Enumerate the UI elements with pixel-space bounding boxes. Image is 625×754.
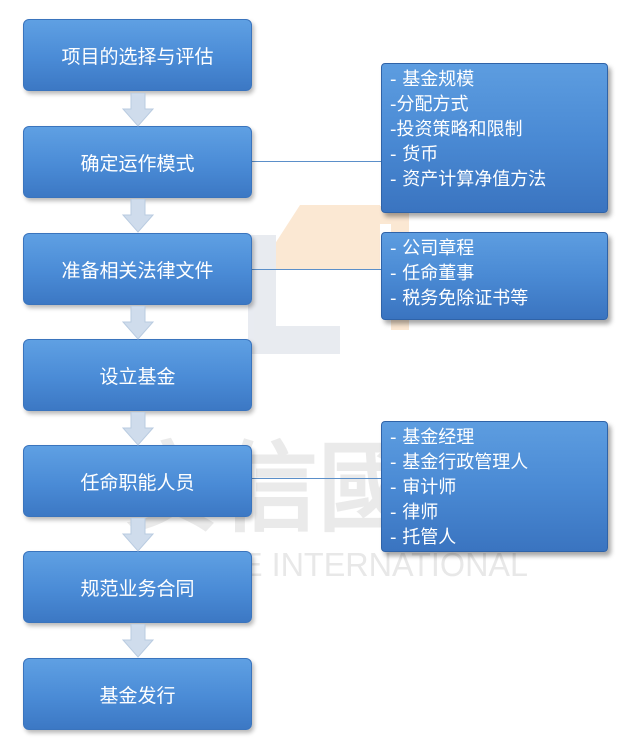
step-project-selection: 项目的选择与评估 [23,19,252,91]
note-item: - 基金规模 [390,69,475,90]
step-operating-mode: 确定运作模式 [23,126,252,198]
note-item: - 货币 [390,144,439,165]
down-arrow-icon [122,518,154,552]
note-item: - 基金行政管理人 [390,452,529,473]
note-item: - 托管人 [390,527,457,548]
note-item: - 审计师 [390,477,457,498]
connector-legal-documents [252,269,382,270]
step-business-contracts: 规范业务合同 [23,551,252,623]
watermark-logo-icon [248,205,409,354]
step-fund-issuance: 基金发行 [23,658,252,730]
step-appoint-personnel: 任命职能人员 [23,445,252,517]
note-operating-mode: - 基金规模 -分配方式 -投资策略和限制 - 货币 - 资产计算净值方法 [381,63,608,213]
note-item: -投资策略和限制 [390,119,523,140]
step-legal-documents: 准备相关法律文件 [23,233,252,305]
note-item: - 税务免除证书等 [390,288,529,309]
note-item: - 律师 [390,502,439,523]
note-item: - 公司章程 [390,238,475,259]
note-legal-documents: - 公司章程 - 任命董事 - 税务免除证书等 [381,232,608,320]
note-personnel: - 基金经理 - 基金行政管理人 - 审计师 - 律师 - 托管人 [381,421,608,552]
note-item: - 任命董事 [390,263,475,284]
note-item: - 资产计算净值方法 [390,169,547,190]
down-arrow-icon [122,93,154,127]
note-item: -分配方式 [390,94,469,115]
connector-operating-mode [252,161,382,162]
down-arrow-icon [122,412,154,446]
down-arrow-icon [122,199,154,233]
step-establish-fund: 设立基金 [23,339,252,411]
down-arrow-icon [122,624,154,658]
connector-personnel [252,478,382,479]
down-arrow-icon [122,306,154,340]
note-item: - 基金经理 [390,427,475,448]
